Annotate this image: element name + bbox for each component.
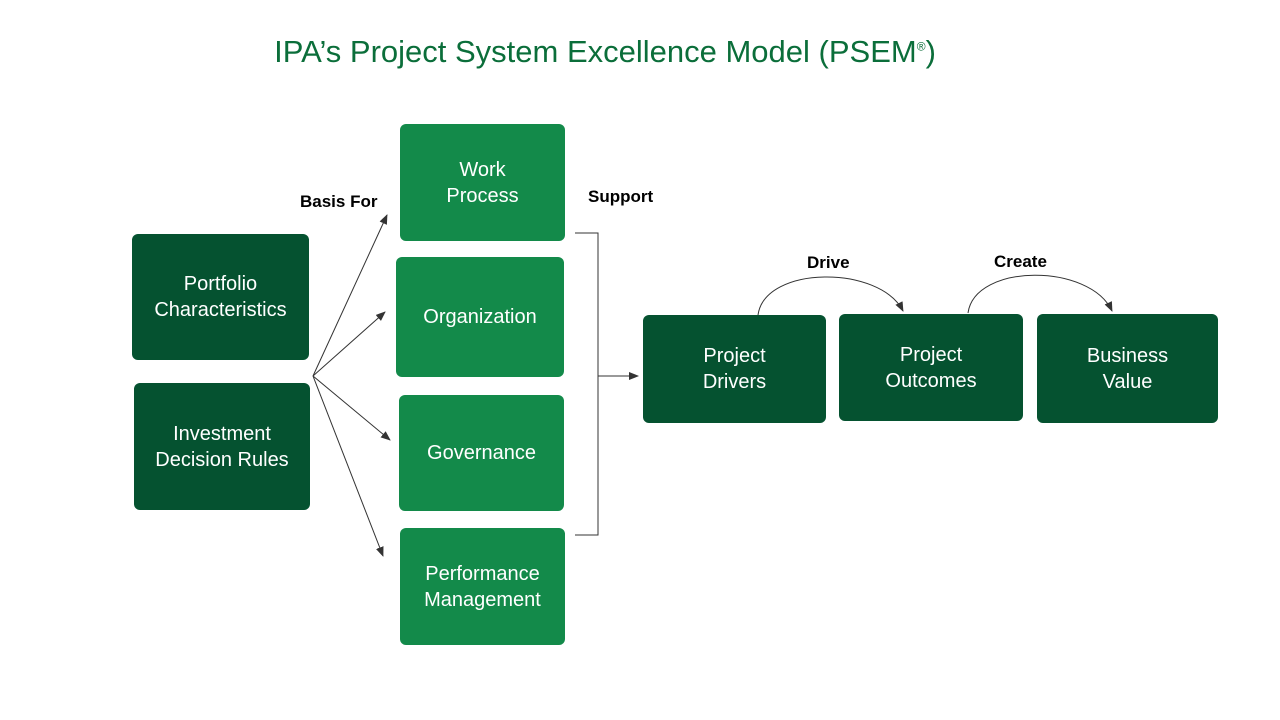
- box-project-drivers: Project Drivers: [643, 315, 826, 423]
- label-drive: Drive: [807, 253, 850, 272]
- arrow-to-governance: [312, 375, 391, 441]
- page-title: IPA’s Project System Excellence Model (P…: [274, 34, 936, 69]
- create-arc: [967, 274, 1113, 314]
- box-portfolio-characteristics: Portfolio Characteristics: [132, 234, 309, 360]
- label-basis-for: Basis For: [300, 192, 378, 211]
- drive-arc: [757, 276, 904, 316]
- box-business-value: Business Value: [1037, 314, 1218, 423]
- arrow-to-performance: [312, 375, 384, 557]
- box-performance-management: Performance Management: [400, 528, 565, 645]
- box-organization: Organization: [396, 257, 564, 377]
- box-work-process: Work Process: [400, 124, 565, 241]
- box-project-outcomes: Project Outcomes: [839, 314, 1023, 421]
- label-create: Create: [994, 252, 1047, 271]
- support-bracket: [575, 232, 599, 536]
- label-support: Support: [588, 187, 654, 206]
- registered-mark: ®: [916, 39, 926, 54]
- box-governance: Governance: [399, 395, 564, 511]
- arrow-to-organization: [312, 311, 386, 377]
- box-investment-decision-rules: Investment Decision Rules: [134, 383, 310, 510]
- arrow-to-work-process: [312, 214, 388, 377]
